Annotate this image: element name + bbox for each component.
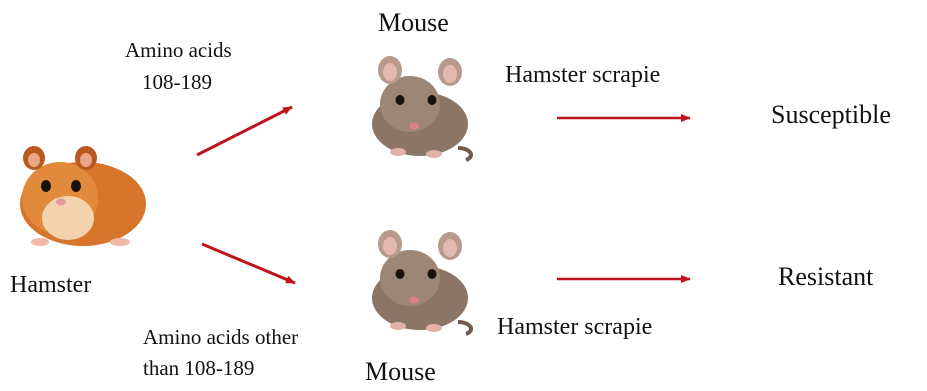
hamster-icon xyxy=(8,138,148,250)
fragment-label-top-line1: Amino acids xyxy=(125,38,232,62)
outcome-susceptible: Susceptible xyxy=(771,100,891,130)
arrow-hamster-to-mouse-bottom xyxy=(202,244,295,283)
mouse-label-bottom: Mouse xyxy=(365,357,436,387)
fragment-label-bottom-line1: Amino acids other xyxy=(143,325,298,349)
mouse-label-top: Mouse xyxy=(378,8,449,38)
fragment-label-bottom-line2: than 108-189 xyxy=(143,356,254,380)
outcome-resistant: Resistant xyxy=(778,262,873,292)
fragment-label-top-line2: 108-189 xyxy=(142,70,212,94)
challenge-label-bottom: Hamster scrapie xyxy=(497,314,652,342)
arrow-hamster-to-mouse-top xyxy=(197,107,292,155)
mouse-icon-top xyxy=(358,52,478,164)
mouse-icon-bottom xyxy=(358,226,478,338)
hamster-label: Hamster xyxy=(10,272,91,300)
challenge-label-top: Hamster scrapie xyxy=(505,62,660,90)
